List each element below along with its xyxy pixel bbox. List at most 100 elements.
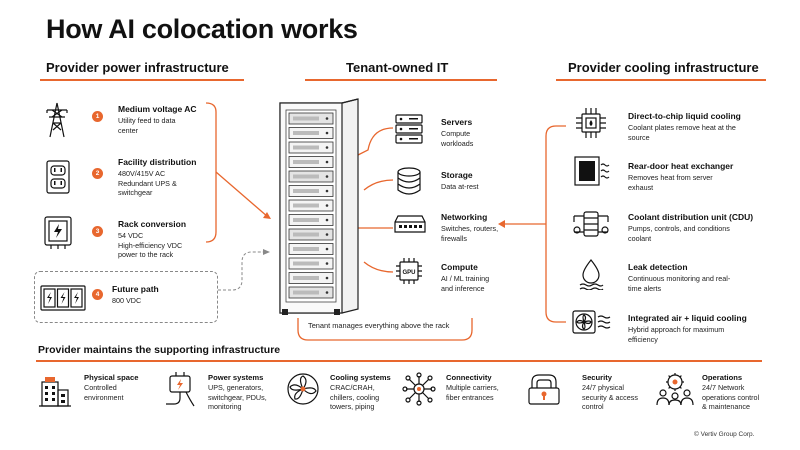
rack-unit-led (325, 276, 329, 280)
step-number-badge: 2 (92, 168, 103, 179)
power-plug-icon (166, 372, 195, 407)
support-item-title: Power systems (208, 373, 264, 382)
cooling-item-title: Leak detection (628, 262, 688, 272)
rack-unit-led (325, 233, 329, 236)
support-item-title: Physical space (84, 373, 139, 382)
rack-unit-led (325, 291, 329, 294)
support-item-title: Cooling systems (330, 373, 391, 382)
support-section-heading: Provider maintains the supporting infras… (38, 344, 281, 356)
rack-unit-vent (293, 290, 319, 295)
gpu-chip-label: GPU (402, 270, 415, 276)
power-item-desc: 800 VDC (112, 296, 142, 305)
power-shelf-icon (40, 285, 86, 311)
rack-unit-vent (293, 276, 319, 280)
power-item-title: Rack conversion (118, 219, 187, 229)
power-converter-icon (44, 216, 72, 249)
power-item-title: Medium voltage AC (118, 104, 197, 114)
rack-unit-led (325, 160, 329, 164)
rack-unit-vent (293, 189, 319, 193)
rack-unit-led (325, 218, 329, 222)
transmission-tower-icon (46, 102, 68, 138)
rack-unit-led (325, 131, 329, 135)
step-number-badge: 3 (92, 226, 103, 237)
future-path-box (34, 271, 218, 323)
power-item-title: Facility distribution (118, 157, 197, 167)
power-outlet-icon (46, 160, 70, 194)
network-switch-icon (394, 215, 426, 233)
rack-unit-vent (293, 174, 319, 179)
lock-icon (528, 374, 560, 405)
water-drop-icon (579, 259, 604, 290)
rack-unit-led (325, 189, 329, 193)
cooling-heading-rule (556, 79, 766, 81)
rack-unit-led (325, 175, 329, 178)
rack-unit-vent (293, 116, 319, 121)
rack-unit-led (325, 146, 329, 149)
tenant-item-title: Servers (441, 117, 473, 127)
power-item-title: Future path (112, 284, 159, 294)
rack-unit-led (325, 262, 329, 265)
support-item-title: Security (582, 373, 612, 382)
power-column-heading: Provider power infrastructure (46, 60, 229, 75)
rack-unit-vent (293, 232, 319, 237)
cooling-fan-icon (287, 373, 319, 405)
power-heading-rule (40, 79, 244, 81)
tenant-heading-rule (305, 79, 497, 81)
cooling-item-title: Rear-door heat exchanger (628, 161, 734, 171)
tenant-item-desc: Data at-rest (441, 182, 479, 191)
cooling-item-title: Coolant distribution unit (CDU) (628, 212, 754, 222)
rack-caption: Tenant manages everything above the rack (308, 321, 450, 330)
support-item-title: Connectivity (446, 373, 492, 382)
chip-cooling-icon (576, 108, 606, 138)
copyright-notice: © Vertiv Group Corp. (694, 431, 755, 438)
storage-icon (397, 167, 421, 195)
tenant-item-title: Storage (441, 170, 473, 180)
rack-unit-vent (293, 203, 319, 208)
cooling-item-desc: Continuous monitoring and real-time aler… (628, 274, 731, 293)
rack-unit-vent (293, 247, 319, 251)
page-title: How AI colocation works (46, 14, 358, 44)
rack-unit-led (325, 117, 329, 120)
rack-unit-vent (293, 160, 319, 164)
tenant-item-title: Networking (441, 212, 488, 222)
cooling-column-heading: Provider cooling infrastructure (568, 60, 759, 75)
server-rack-illustration (279, 98, 359, 315)
heat-exchanger-icon (574, 156, 610, 186)
network-hub-icon (402, 372, 436, 406)
tenant-column-heading: Tenant-owned IT (346, 60, 449, 75)
tenant-item-desc: Switches, routers,firewalls (441, 224, 499, 243)
cdu-icon (573, 211, 609, 237)
rack-unit-vent (293, 145, 319, 150)
cooling-item-title: Direct-to-chip liquid cooling (628, 111, 741, 121)
step-number-badge: 1 (92, 111, 103, 122)
rack-unit-vent (293, 131, 319, 135)
building-icon (39, 377, 71, 407)
fan-icon (572, 310, 611, 334)
step-number-badge: 4 (92, 289, 103, 300)
rack-unit-vent (293, 218, 319, 222)
gpu-chip-icon: GPU (396, 258, 422, 284)
support-item-desc: Multiple carriers,fiber entrances (446, 383, 499, 402)
rack-unit-vent (293, 261, 319, 266)
support-item-title: Operations (702, 373, 743, 382)
support-heading-rule (36, 360, 762, 362)
server-icon (395, 114, 423, 144)
rack-unit-led (325, 204, 329, 207)
cooling-item-title: Integrated air + liquid cooling (628, 313, 747, 323)
team-gear-icon (656, 373, 694, 406)
rack-unit-led (325, 247, 329, 251)
